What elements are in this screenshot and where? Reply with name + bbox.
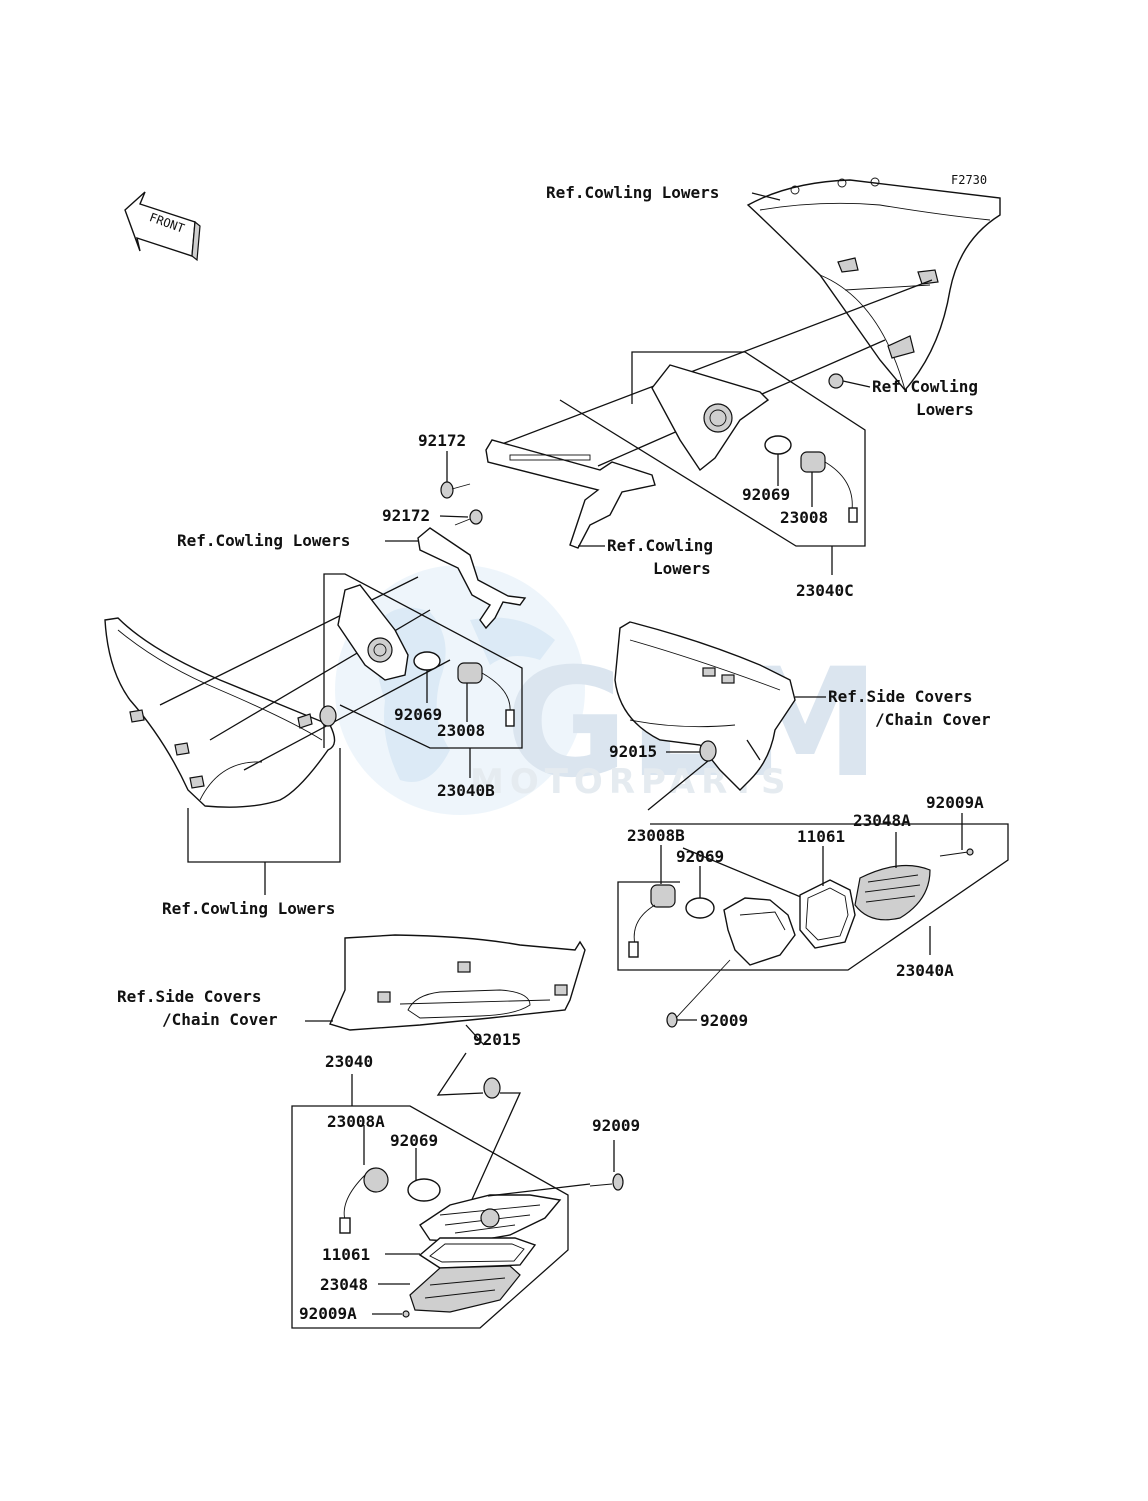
ref-side-covers-left-1: Ref.Side Covers	[117, 987, 262, 1006]
gasket-11061-right	[799, 879, 856, 949]
socket-23008-left	[457, 662, 515, 727]
lens-23048	[409, 1265, 521, 1313]
label-23040A: 23040A	[896, 961, 954, 980]
label-92172-lower: 92172	[382, 506, 430, 525]
label-92009A-right: 92009A	[926, 793, 984, 812]
label-23048A: 23048A	[853, 811, 911, 830]
lens-23048A	[854, 864, 931, 921]
mounting-bracket	[417, 439, 656, 630]
gasket-11061-lower	[418, 1237, 537, 1269]
front-arrow: FRONT	[124, 191, 201, 262]
bolt-92172-upper	[440, 481, 471, 499]
label-23040C: 23040C	[796, 581, 854, 600]
bulb-92069-left	[413, 651, 441, 671]
grommet-92015-lower	[483, 1077, 501, 1099]
watermark-globe	[335, 565, 585, 815]
turn-signal-23040C	[651, 364, 770, 472]
label-92009A-lower: 92009A	[299, 1304, 357, 1323]
ref-cowling-lowers-mid-2: Lowers	[653, 559, 711, 578]
screw-92009-lower	[589, 1173, 624, 1191]
bulb-92069-upper	[764, 435, 792, 455]
label-23040B: 23040B	[437, 781, 495, 800]
label-92069-upper: 92069	[742, 485, 790, 504]
cowling-lower-right-part	[746, 177, 1001, 392]
label-23008B: 23008B	[627, 826, 685, 845]
watermark: GEM MOTORPARTS	[335, 565, 880, 815]
side-cover-right-part	[614, 621, 796, 791]
ref-cowling-lowers-bottom-left: Ref.Cowling Lowers	[162, 899, 335, 918]
ref-cowling-lowers-right-2: Lowers	[916, 400, 974, 419]
ref-cowling-lowers-top: Ref.Cowling Lowers	[546, 183, 719, 202]
grommet-right	[828, 373, 844, 389]
label-23008-upper: 23008	[780, 508, 828, 527]
screw-92009-right	[666, 959, 731, 1028]
turn-signal-23040A	[723, 897, 796, 966]
label-23040: 23040	[325, 1052, 373, 1071]
socket-23008B	[628, 884, 676, 958]
ref-side-covers-right-1: Ref.Side Covers	[828, 687, 973, 706]
label-23008A: 23008A	[327, 1112, 385, 1131]
ref-cowling-lowers-right-1: Ref.Cowling	[872, 377, 978, 396]
label-92009-lower: 92009	[592, 1116, 640, 1135]
figure-code: F2730	[951, 173, 987, 187]
label-92172-upper: 92172	[418, 431, 466, 450]
ref-side-covers-left-2: /Chain Cover	[162, 1010, 278, 1029]
label-23008-left: 23008	[437, 721, 485, 740]
label-92069-right: 92069	[676, 847, 724, 866]
socket-23008-upper	[800, 451, 858, 523]
bulb-92069-right	[685, 897, 715, 919]
bulb-92069-lower	[407, 1178, 441, 1202]
label-23048: 23048	[320, 1275, 368, 1294]
label-92015-lower: 92015	[473, 1030, 521, 1049]
label-92069-left: 92069	[394, 705, 442, 724]
ref-cowling-lowers-left: Ref.Cowling Lowers	[177, 531, 350, 550]
screw-92009A-lower	[402, 1310, 410, 1318]
label-11061-lower: 11061	[322, 1245, 370, 1264]
cowling-lower-left-part	[104, 617, 336, 808]
label-92069-lower: 92069	[390, 1131, 438, 1150]
label-92015-right: 92015	[609, 742, 657, 761]
grommet-92015-right	[699, 740, 717, 762]
turn-signal-23040	[419, 1194, 562, 1243]
ref-side-covers-right-2: /Chain Cover	[875, 710, 991, 729]
label-11061-right: 11061	[797, 827, 845, 846]
label-92009-right: 92009	[700, 1011, 748, 1030]
grommet-left	[319, 705, 337, 727]
socket-23008A	[339, 1167, 389, 1234]
bolt-92172-lower	[454, 509, 483, 526]
side-cover-left-part	[329, 934, 586, 1031]
ref-cowling-lowers-mid-1: Ref.Cowling	[607, 536, 713, 555]
screw-92009A-right	[939, 848, 974, 857]
turn-signal-23040B	[337, 584, 409, 681]
